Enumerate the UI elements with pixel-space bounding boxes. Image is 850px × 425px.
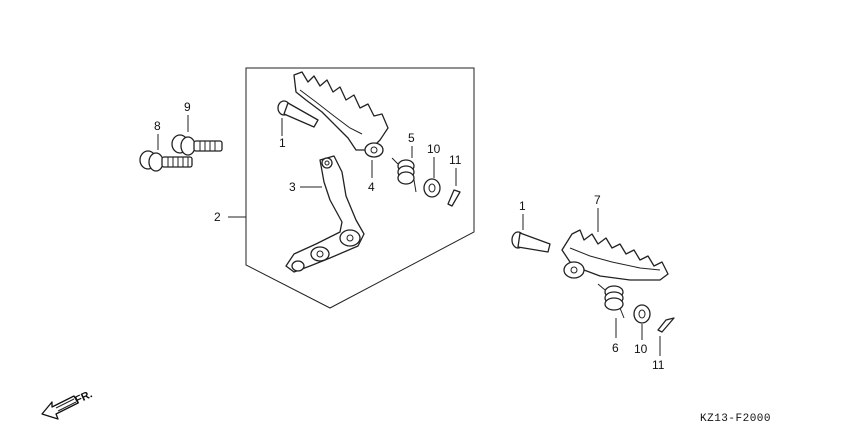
footpeg-4 bbox=[293, 71, 389, 178]
spring-6 bbox=[597, 283, 625, 338]
callout-10-lower: 10 bbox=[634, 342, 648, 356]
callout-8: 8 bbox=[154, 119, 161, 133]
callout-7: 7 bbox=[594, 193, 601, 207]
washer-10-upper bbox=[423, 157, 441, 198]
callout-6: 6 bbox=[612, 341, 619, 355]
front-direction-arrow-icon bbox=[41, 395, 79, 420]
washer-10-lower bbox=[633, 304, 651, 340]
assembly-outline bbox=[245, 67, 475, 309]
bracket-3 bbox=[285, 155, 365, 273]
footpeg-7 bbox=[561, 208, 669, 281]
pin-1-lower bbox=[511, 214, 551, 253]
callout-1-lower: 1 bbox=[519, 199, 526, 213]
spring-5 bbox=[391, 146, 417, 193]
pin-1-upper bbox=[277, 100, 319, 136]
callout-10-upper: 10 bbox=[427, 142, 441, 156]
callout-11-upper: 11 bbox=[449, 153, 462, 167]
callout-11-lower: 11 bbox=[652, 358, 665, 372]
cotter-pin-11-lower bbox=[657, 317, 675, 356]
callout-4: 4 bbox=[368, 180, 375, 194]
callout-3: 3 bbox=[289, 180, 296, 194]
callout-9: 9 bbox=[184, 100, 191, 114]
bolt-8 bbox=[139, 134, 193, 172]
callout-1-upper: 1 bbox=[279, 136, 286, 150]
callout-2: 2 bbox=[214, 210, 221, 224]
cotter-pin-11-upper bbox=[447, 168, 461, 207]
bolt-9 bbox=[171, 115, 223, 156]
callout-5: 5 bbox=[408, 131, 415, 145]
figure-code: KZ13-F2000 bbox=[700, 413, 771, 425]
front-label: FR. bbox=[73, 388, 94, 406]
